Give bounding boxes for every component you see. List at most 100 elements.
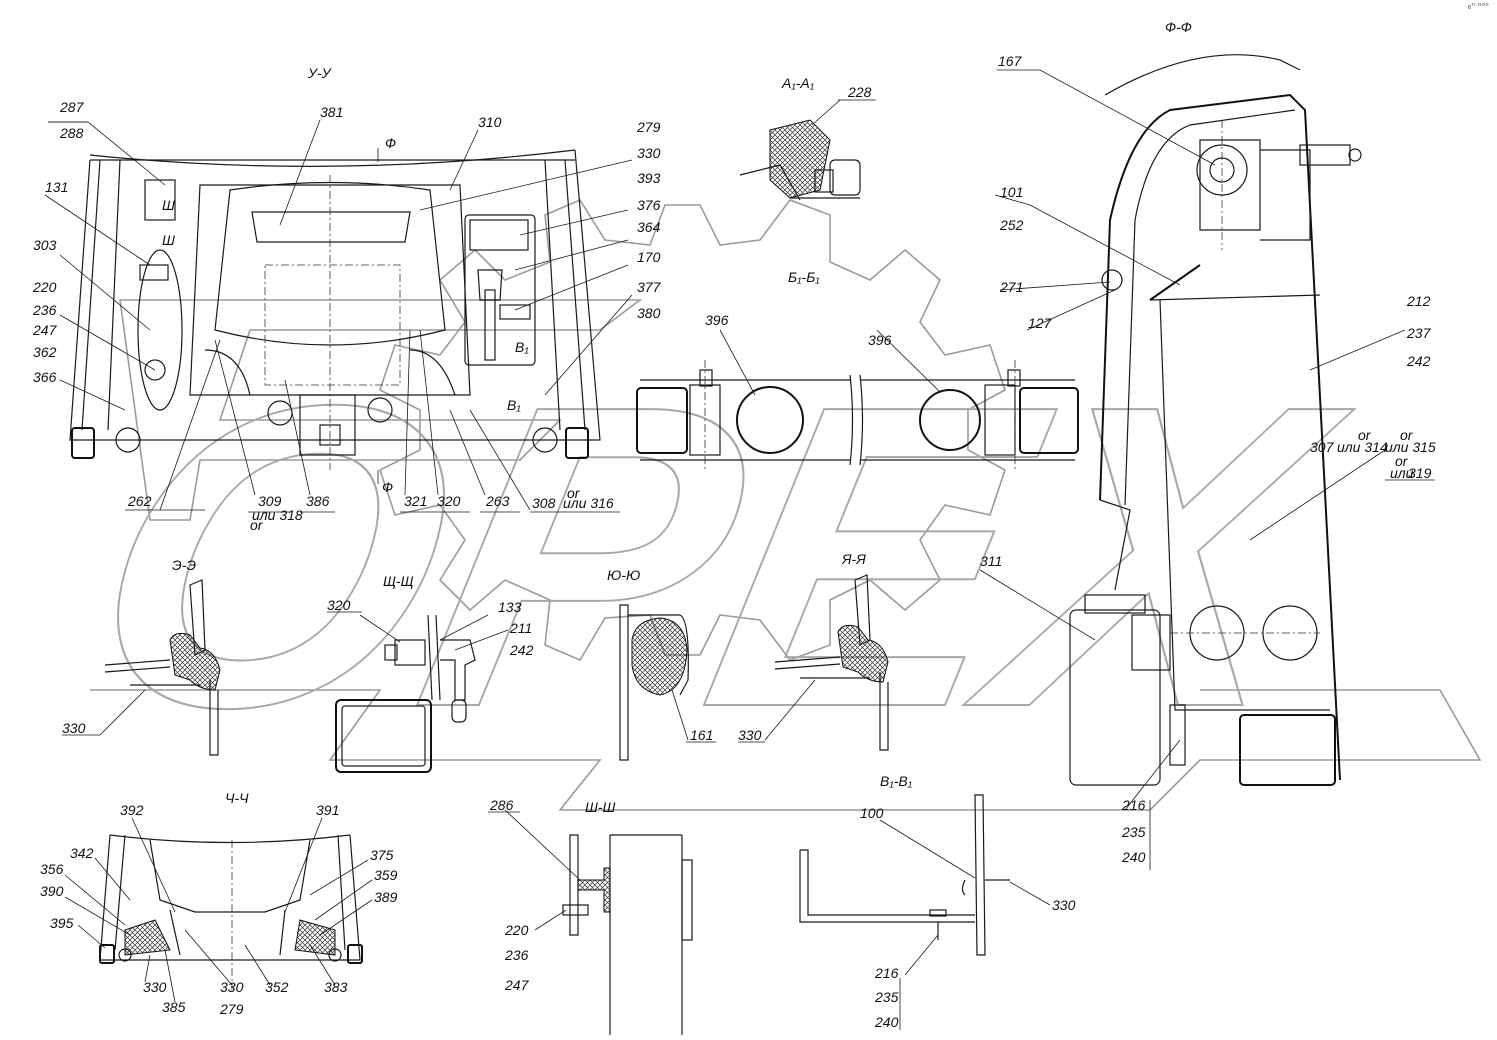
label-286: 286 — [489, 797, 514, 813]
label-161: 161 — [690, 727, 713, 743]
label-319-alt: или — [1390, 465, 1414, 481]
label-127: 127 — [1028, 315, 1053, 331]
label-228: 228 — [847, 84, 872, 100]
label-362: 362 — [33, 344, 57, 360]
label-307-alt1: или 314 — [1337, 439, 1388, 455]
label-242-shsh: 242 — [509, 642, 534, 658]
label-375: 375 — [370, 847, 394, 863]
label-320: 320 — [437, 493, 461, 509]
corner-mark: ₆ⁿ ᵒᵒᵒ — [1467, 2, 1489, 12]
label-330: 330 — [637, 145, 661, 161]
view-title-uu: У-У — [307, 65, 333, 81]
label-385: 385 — [162, 999, 186, 1015]
label-364: 364 — [637, 219, 661, 235]
view-title-yuyu: Ю-Ю — [607, 567, 640, 583]
label-330-chch-2: 330 — [220, 979, 244, 995]
label-247-shsh: 247 — [504, 977, 530, 993]
label-319-or: or — [1395, 453, 1409, 469]
label-101: 101 — [1000, 184, 1023, 200]
label-320-shsh: 320 — [327, 597, 351, 613]
label-237: 237 — [1406, 325, 1432, 341]
view-aa1: А₁-А₁ — [739, 75, 876, 201]
label-167: 167 — [998, 53, 1023, 69]
section-mark-v1-upper: В₁ — [515, 339, 529, 355]
view-title-bb1: Б₁-Б₁ — [788, 269, 820, 285]
label-220-shsh: 220 — [504, 922, 529, 938]
section-mark-sh-2: Ш — [162, 232, 175, 248]
label-383: 383 — [324, 979, 348, 995]
view-bb1: Б₁-Б₁ — [636, 269, 1079, 470]
label-242: 242 — [1406, 353, 1431, 369]
label-393: 393 — [637, 170, 661, 186]
section-mark-phi-top: Ф — [385, 135, 396, 151]
view-title-shsh1: Щ-Щ — [383, 573, 414, 589]
view-title-yaya: Я-Я — [841, 551, 866, 567]
label-287: 287 — [59, 99, 85, 115]
label-308-alt: или 316 — [563, 495, 614, 511]
label-376: 376 — [637, 197, 661, 213]
label-396-right: 396 — [868, 332, 892, 348]
label-359: 359 — [374, 867, 398, 883]
label-170: 170 — [637, 249, 661, 265]
label-310: 310 — [478, 114, 502, 130]
label-211: 211 — [509, 620, 532, 636]
label-381: 381 — [320, 104, 343, 120]
label-235-vv: 235 — [874, 989, 899, 1005]
label-380: 380 — [637, 305, 661, 321]
label-131: 131 — [45, 179, 68, 195]
label-263: 263 — [485, 493, 510, 509]
label-216-vv: 216 — [874, 965, 899, 981]
label-212: 212 — [1406, 293, 1431, 309]
section-mark-phi-bottom: Ф — [382, 479, 393, 495]
label-330-ee: 330 — [62, 720, 86, 736]
label-389: 389 — [374, 889, 398, 905]
label-240: 240 — [1121, 849, 1146, 865]
label-330-yaya: 330 — [738, 727, 762, 743]
label-100: 100 — [860, 805, 884, 821]
label-366: 366 — [33, 369, 57, 385]
label-356: 356 — [40, 861, 64, 877]
view-yaya: Я-Я — [738, 551, 889, 751]
label-262: 262 — [127, 493, 152, 509]
label-307-or1: or — [1358, 427, 1372, 443]
leaders-chch — [64, 817, 373, 1003]
label-391: 391 — [316, 802, 339, 818]
label-288: 288 — [59, 125, 84, 141]
label-396-left: 396 — [705, 312, 729, 328]
view-shsh2: Ш-Ш — [488, 799, 693, 1035]
label-247: 247 — [32, 322, 58, 338]
view-title-shsh2: Ш-Ш — [585, 799, 616, 815]
label-321: 321 — [404, 493, 427, 509]
label-395: 395 — [50, 915, 74, 931]
view-title-aa1: А₁-А₁ — [781, 75, 815, 91]
label-252: 252 — [999, 217, 1024, 233]
label-319: 319 — [1408, 465, 1432, 481]
label-133: 133 — [498, 599, 522, 615]
leaders-ff — [979, 69, 1435, 870]
view-chch: Ч-Ч — [99, 790, 363, 990]
label-311: 311 — [980, 553, 1002, 569]
view-yuyu: Ю-Ю — [607, 567, 716, 761]
section-mark-sh-1: Ш — [162, 197, 175, 213]
label-377: 377 — [637, 279, 662, 295]
view-vv1: В₁-В₁ — [799, 773, 1051, 1030]
label-308-or: or — [567, 485, 581, 501]
watermark-brand: OPEX — [56, 316, 1375, 797]
label-235: 235 — [1121, 824, 1146, 840]
label-330-vv: 330 — [1052, 897, 1076, 913]
label-386: 386 — [306, 493, 330, 509]
label-236: 236 — [32, 302, 57, 318]
section-mark-v1-lower: В₁ — [507, 397, 521, 413]
label-330-chch-1: 330 — [143, 979, 167, 995]
label-390: 390 — [40, 883, 64, 899]
label-303: 303 — [33, 237, 57, 253]
label-307-or2: or — [1400, 427, 1414, 443]
label-279-chch: 279 — [219, 1001, 244, 1017]
view-ff: Ф-Ф — [1069, 19, 1362, 786]
view-title-vv1: В₁-В₁ — [880, 773, 913, 789]
view-shsh1: Щ-Щ — [327, 573, 509, 773]
label-240-vv: 240 — [874, 1014, 899, 1030]
label-307-alt2: или 315 — [1385, 439, 1436, 455]
leaders-uu — [44, 119, 633, 513]
